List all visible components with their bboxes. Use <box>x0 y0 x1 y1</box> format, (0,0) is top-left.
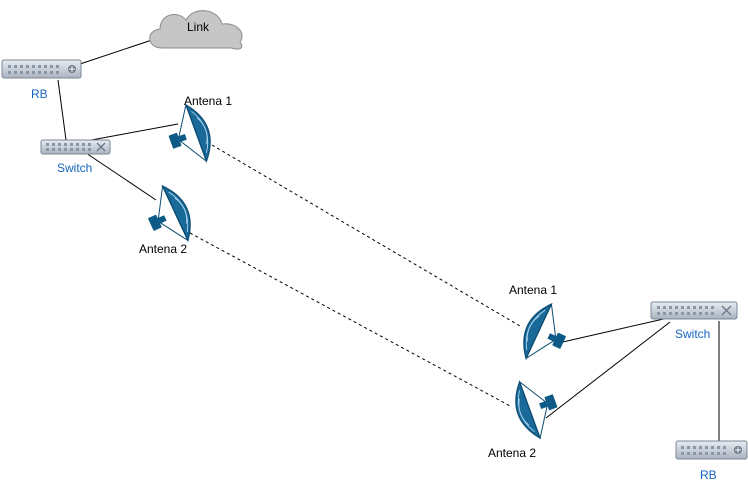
wireless-link-antena1 <box>211 144 521 327</box>
dish-antenna-icon-right-2 <box>507 371 567 444</box>
links-wireless <box>189 144 521 408</box>
router-icon-left <box>1 59 82 79</box>
link-cloud-rb <box>79 37 159 65</box>
switch-icon-left <box>40 139 111 155</box>
dish-antenna-icon-right-1 <box>514 298 577 371</box>
wireless-link-antena2 <box>189 232 513 408</box>
antenna1-label-right: Antena 1 <box>509 283 558 297</box>
antenna2-label-right: Antena 2 <box>488 446 537 460</box>
cloud-icon <box>149 10 243 50</box>
link-switch-antena1-right <box>553 317 669 345</box>
link-switch-antena1-left <box>85 123 179 142</box>
links-solid <box>57 37 720 441</box>
link-switch-antena2-left <box>85 152 157 201</box>
antenna2-label-left: Antena 2 <box>139 242 188 256</box>
router-icon-right <box>675 440 748 460</box>
link-rb-switch-left <box>57 79 67 141</box>
router-label-left: RB <box>31 87 48 101</box>
router-label-right: RB <box>700 468 717 482</box>
link-switch-antena2-right <box>545 321 671 419</box>
switch-icon-right <box>650 301 738 320</box>
switch-label-right: Switch <box>675 327 711 341</box>
switch-label-left: Switch <box>57 161 93 175</box>
cloud-label: Link <box>187 20 210 34</box>
dish-antenna-icon-left-1 <box>159 99 219 172</box>
antenna1-label-left: Antena 1 <box>184 94 233 108</box>
